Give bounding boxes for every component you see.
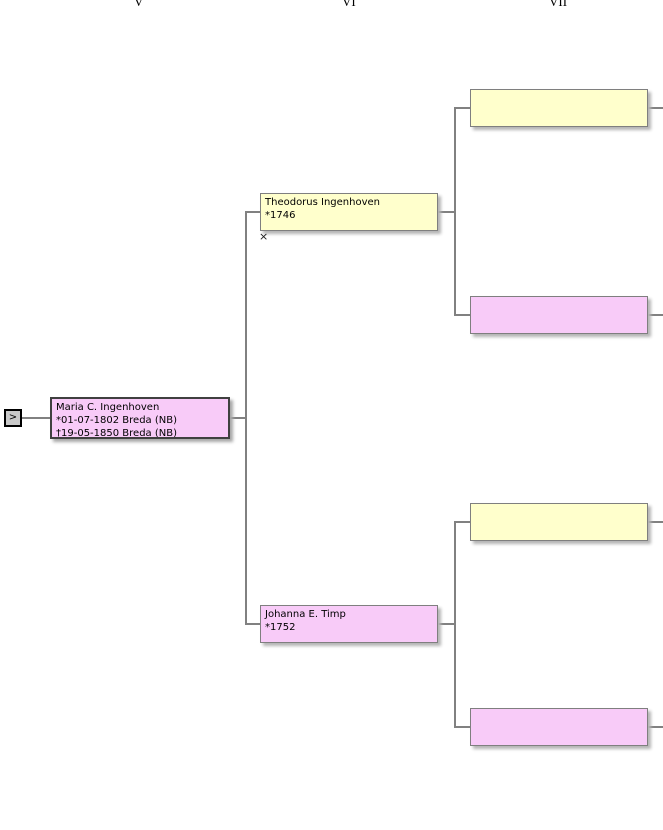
connector-line (454, 107, 456, 316)
person-birth: *1746 (265, 210, 296, 221)
connector-line (22, 417, 50, 419)
person-box-maternal-grandmother[interactable] (470, 708, 648, 746)
connector-line (648, 521, 663, 523)
connector-line (454, 521, 470, 523)
generation-header-vii: VII (549, 0, 568, 9)
connector-line (454, 726, 470, 728)
navigate-previous-generation-button[interactable]: > (4, 409, 22, 427)
generation-header-v: V (134, 0, 144, 9)
connector-line (438, 211, 456, 213)
connector-line (648, 314, 663, 316)
connector-line (245, 623, 260, 625)
connector-line (438, 623, 456, 625)
person-box-maternal-grandfather[interactable] (470, 503, 648, 541)
connector-line (454, 521, 456, 728)
connector-line (230, 417, 247, 419)
person-birth: *1752 (265, 622, 296, 633)
person-name: Johanna E. Timp (265, 609, 346, 620)
person-box-mother[interactable]: Johanna E. Timp *1752 (260, 605, 438, 643)
person-birth: *01-07-1802 Breda (NB) (56, 415, 177, 426)
connector-line (648, 726, 663, 728)
person-box-paternal-grandfather[interactable] (470, 89, 648, 127)
person-box-paternal-grandmother[interactable] (470, 296, 648, 334)
generation-header-vi: VI (342, 0, 356, 9)
person-death: †19-05-1850 Breda (NB) (56, 428, 177, 439)
connector-line (245, 211, 260, 213)
connector-line (648, 107, 663, 109)
marriage-marker: × (259, 230, 269, 243)
connector-line (454, 107, 470, 109)
person-name: Theodorus Ingenhoven (265, 197, 381, 208)
connector-line (454, 314, 470, 316)
person-name: Maria C. Ingenhoven (56, 402, 160, 413)
person-box-proband[interactable]: Maria C. Ingenhoven *01-07-1802 Breda (N… (50, 397, 230, 439)
person-box-father[interactable]: Theodorus Ingenhoven *1746 (260, 193, 438, 231)
connector-line (245, 211, 247, 625)
